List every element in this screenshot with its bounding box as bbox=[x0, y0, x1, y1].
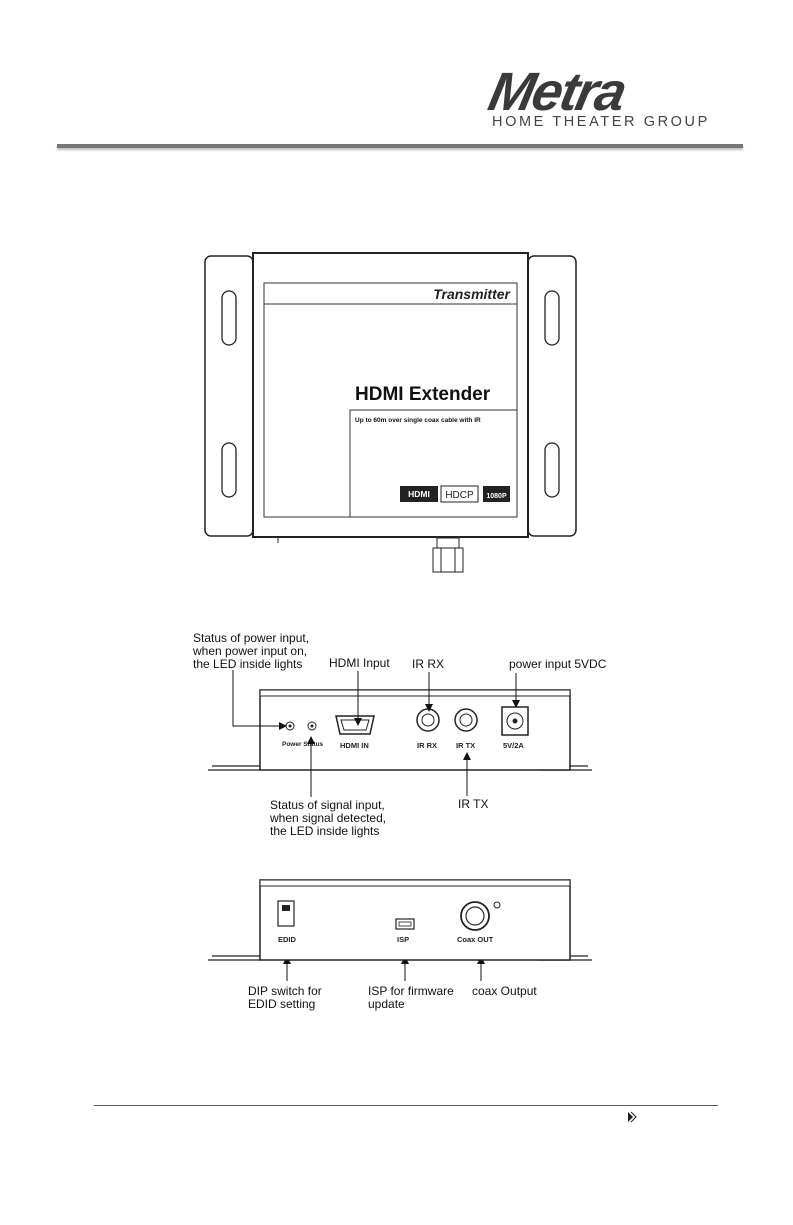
badge-hdmi: HDMI bbox=[408, 489, 430, 499]
port-label-power-status: Power Status bbox=[282, 741, 324, 748]
port-label-edid: EDID bbox=[278, 935, 297, 944]
callout-hdmi-input: HDMI Input bbox=[329, 656, 390, 670]
coax-led-icon bbox=[493, 901, 501, 909]
callout-dip-switch: DIP switch for EDID setting bbox=[248, 984, 322, 1011]
port-label-isp: ISP bbox=[397, 935, 409, 944]
dip-switch-icon bbox=[277, 900, 295, 927]
rear-panel-view: EDID ISP Coax OUT bbox=[208, 879, 592, 961]
product-title: HDMI Extender bbox=[355, 384, 491, 405]
callout-power-status: Status of power input, when power input … bbox=[193, 631, 310, 671]
slot-icon bbox=[544, 290, 560, 346]
badge-hdcp: HDCP bbox=[445, 490, 474, 501]
brand-tagline: HOME THEATER GROUP bbox=[492, 114, 710, 130]
continue-arrow-icon[interactable] bbox=[627, 1111, 637, 1123]
hdmi-badge bbox=[400, 486, 438, 502]
badge-1080p: 1080P bbox=[486, 493, 507, 500]
footer-rule bbox=[94, 1105, 718, 1106]
header-rule bbox=[57, 144, 743, 148]
1080p-badge bbox=[483, 486, 510, 502]
port-label-ir-rx: IR RX bbox=[417, 741, 437, 750]
slot-icon bbox=[544, 442, 560, 498]
port-label-ir-tx: IR TX bbox=[456, 741, 475, 750]
product-subtitle: Up to 60m over single coax cable with IR bbox=[355, 417, 481, 424]
port-label-5v2a: 5V/2A bbox=[503, 741, 524, 750]
rear-panel-body bbox=[259, 879, 571, 961]
callout-signal-status: Status of signal input, when signal dete… bbox=[270, 798, 387, 838]
callout-coax: coax Output bbox=[472, 984, 537, 998]
callout-power-input: power input 5VDC bbox=[509, 657, 607, 671]
callout-isp: ISP for firmware update bbox=[368, 984, 454, 1011]
label-plate bbox=[263, 282, 518, 518]
port-label-coax-out: Coax OUT bbox=[457, 935, 494, 944]
callout-ir-rx: IR RX bbox=[412, 657, 445, 671]
mini-usb-port-icon bbox=[395, 918, 415, 930]
coax-connector-body bbox=[432, 547, 464, 573]
callout-ir-tx: IR TX bbox=[458, 797, 489, 811]
slot-icon bbox=[221, 442, 237, 498]
hdcp-badge bbox=[440, 485, 479, 503]
port-label-hdmi-in: HDMI IN bbox=[340, 741, 369, 750]
transmitter-label: Transmitter bbox=[433, 286, 511, 302]
transmitter-top-view: Transmitter HDMI Extender Up to 60m over… bbox=[204, 252, 577, 573]
slot-icon bbox=[221, 290, 237, 346]
